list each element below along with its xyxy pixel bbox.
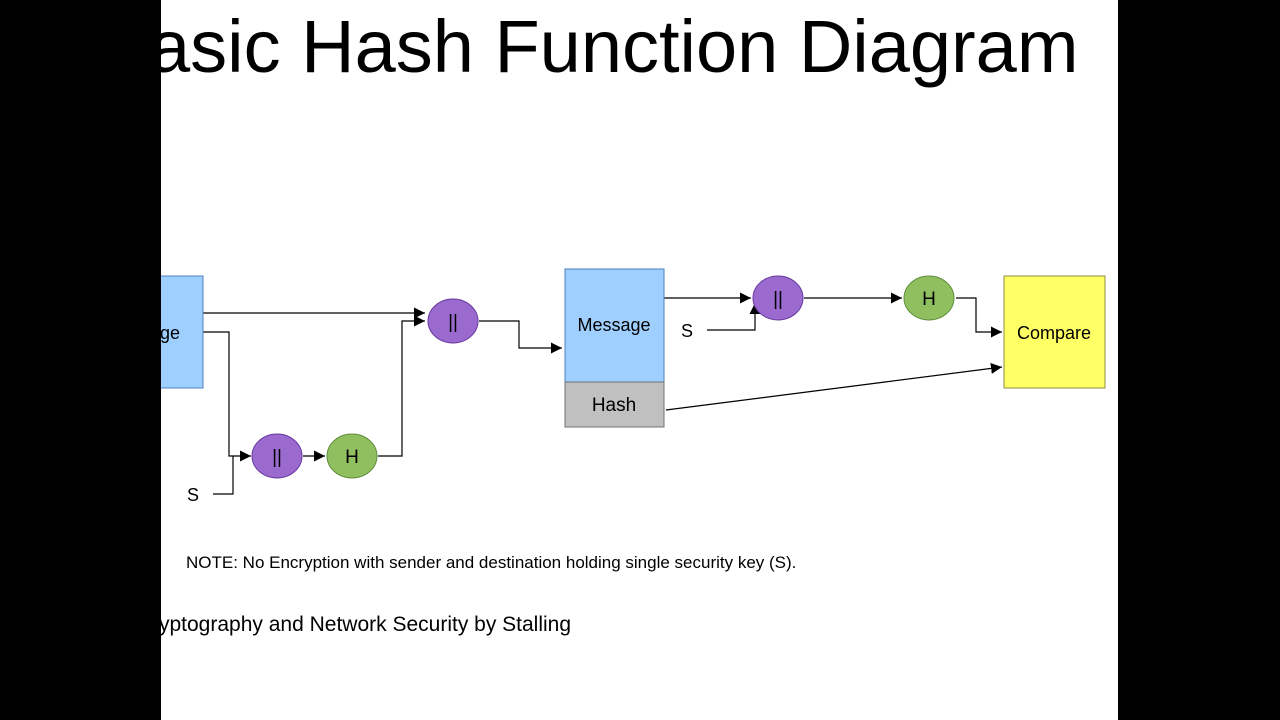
transmitted-concat-node: ||	[427, 298, 479, 344]
receiver-key-label: S	[681, 321, 693, 341]
sender-concat-label: ||	[272, 447, 282, 468]
arrow-receiver-key-to-concat	[707, 303, 761, 331]
transmitted-message-label: Message	[577, 315, 650, 335]
receiver-concat-label: ||	[773, 289, 783, 310]
slide-title: asic Hash Function Diagram	[161, 5, 1078, 88]
transmitted-hash-label: Hash	[592, 395, 636, 416]
arrow-concat-to-message-block	[479, 320, 562, 354]
transmitted-message-box: Message	[564, 268, 665, 383]
sender-hash-node: H	[326, 433, 378, 479]
compare-box: Compare	[1003, 275, 1106, 389]
slide: asic Hash Function Diagram	[161, 0, 1118, 720]
sender-concat-node: ||	[251, 433, 303, 479]
diagram-note: NOTE: No Encryption with sender and dest…	[186, 553, 796, 572]
transmitted-concat-label: ||	[448, 312, 458, 333]
receiver-hash-label: H	[922, 289, 936, 310]
sender-hash-label: H	[345, 447, 359, 468]
hash-function-diagram: asic Hash Function Diagram	[161, 5, 1106, 636]
transmitted-hash-box: Hash	[564, 381, 665, 428]
source-citation: ryptography and Network Security by Stal…	[161, 613, 571, 636]
arrow-sender-message-to-sender-concat	[203, 331, 251, 462]
compare-label: Compare	[1017, 323, 1091, 343]
arrow-transmitted-hash-to-compare	[665, 362, 1003, 411]
sender-message-box: age	[161, 275, 204, 389]
arrow-sender-key-to-concat	[213, 456, 234, 495]
receiver-hash-node: H	[903, 275, 955, 321]
arrow-sender-hash-to-concat	[378, 315, 425, 457]
arrow-receiver-hash-to-compare	[956, 297, 1002, 338]
sender-key-label: S	[187, 485, 199, 505]
receiver-concat-node: ||	[752, 275, 804, 321]
sender-message-label: age	[161, 323, 180, 343]
